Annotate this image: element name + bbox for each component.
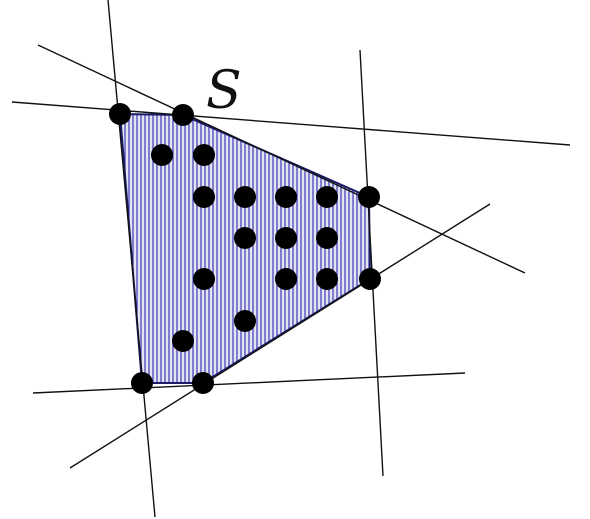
- interior-point: [234, 227, 256, 249]
- vertex-point: [131, 372, 153, 394]
- interior-point: [316, 227, 338, 249]
- line-bottom-horizontal: [32, 372, 466, 394]
- supporting-lines: [11, 0, 571, 518]
- vertex-point: [358, 186, 380, 208]
- vertex-point: [109, 103, 131, 125]
- interior-point: [234, 310, 256, 332]
- vertex-point: [359, 268, 381, 290]
- interior-point: [193, 268, 215, 290]
- vertex-point: [192, 372, 214, 394]
- line-right-vertical: [359, 49, 384, 477]
- line-top-horizontal: [11, 101, 571, 146]
- lattice-points: [109, 103, 381, 394]
- interior-point: [172, 330, 194, 352]
- interior-point: [151, 144, 173, 166]
- line-upper-diagonal: [37, 44, 526, 274]
- interior-point: [275, 186, 297, 208]
- interior-point: [316, 186, 338, 208]
- interior-point: [193, 144, 215, 166]
- interior-point: [234, 186, 256, 208]
- interior-point: [275, 227, 297, 249]
- interior-point: [193, 186, 215, 208]
- set-label: S: [206, 61, 242, 121]
- line-lower-diagonal: [69, 203, 491, 469]
- interior-point: [316, 268, 338, 290]
- line-left-vertical: [107, 0, 156, 518]
- interior-point: [275, 268, 297, 290]
- vertex-point: [172, 104, 194, 126]
